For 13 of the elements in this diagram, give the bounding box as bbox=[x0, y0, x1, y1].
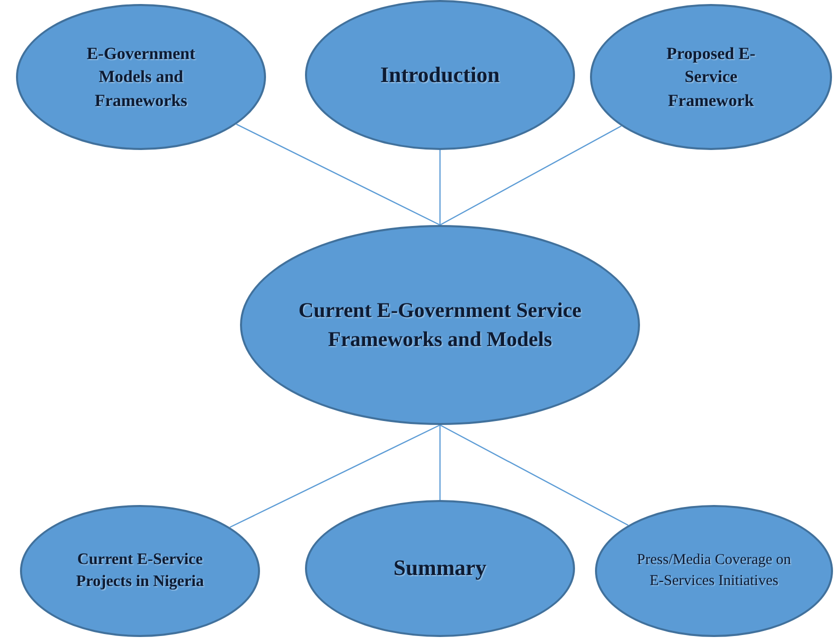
topic-label: Press/Media Coverage on E-Services Initiatives bbox=[636, 551, 792, 591]
connector-line bbox=[439, 425, 441, 500]
topic-label: Current E-Service Projects in Nigeria bbox=[75, 550, 205, 592]
connector-line bbox=[440, 125, 622, 226]
topic-label: E-Government Models and Frameworks bbox=[86, 42, 196, 112]
topic-label: Introduction bbox=[379, 60, 501, 89]
connector-line bbox=[236, 124, 440, 226]
topic-label: Proposed E-Service Framework bbox=[666, 42, 756, 112]
connector-line bbox=[230, 424, 440, 528]
topic-label: Summary bbox=[392, 554, 488, 582]
topic-label: Current E-Government Service Frameworks and Models bbox=[297, 297, 583, 353]
connector-line bbox=[440, 424, 628, 526]
connector-line bbox=[439, 150, 441, 225]
